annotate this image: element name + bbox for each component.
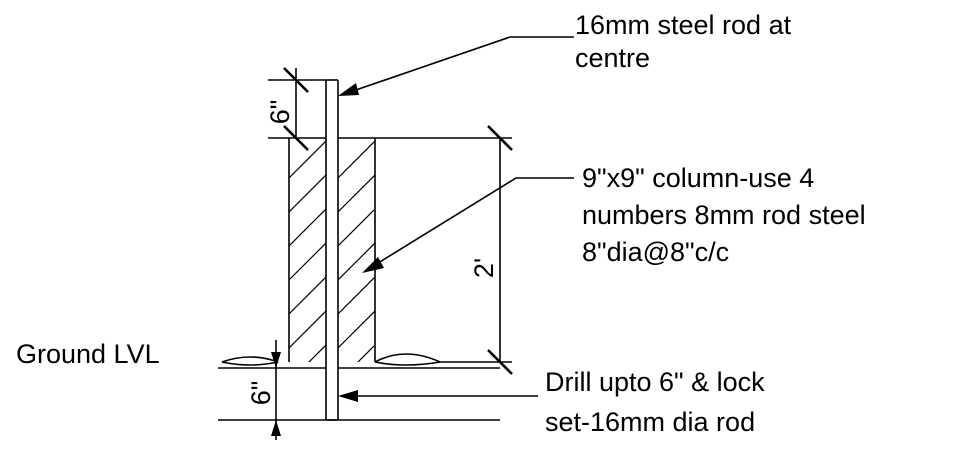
- arrowhead-embed-bottom: [271, 420, 281, 436]
- label-drill-line-2: set-16mm dia rod: [545, 407, 756, 437]
- arrowhead-column: [362, 257, 384, 273]
- column-hatch-right: [338, 140, 375, 362]
- label-column: 9"x9" column-use 4 numbers 8mm rod steel…: [582, 160, 866, 271]
- label-steel-rod: 16mm steel rod at centre: [575, 9, 791, 75]
- arrowhead-embed-top: [271, 352, 281, 368]
- ground-line: [218, 353, 500, 369]
- label-drill-line-1: Drill upto 6" & lock: [545, 367, 765, 397]
- dim-column-height: [375, 125, 513, 375]
- arrowhead-steel-rod: [338, 83, 359, 96]
- label-steel-rod-line-2: centre: [575, 43, 651, 73]
- label-column-line-1: 9"x9" column-use 4: [582, 163, 815, 193]
- dim-rod-projection: [283, 67, 309, 151]
- dim-rod-projection-text: 6": [265, 100, 295, 125]
- arrowhead-drill: [338, 390, 358, 402]
- label-column-line-3: 8"dia@8"c/c: [582, 237, 730, 267]
- label-ground-level: Ground LVL: [16, 338, 160, 371]
- leader-steel-rod: [349, 36, 574, 93]
- leader-column: [369, 177, 574, 269]
- steel-rod: [325, 79, 339, 421]
- dim-column-height-text: 2': [469, 258, 499, 278]
- dim-embed-depth-text: 6": [246, 381, 276, 406]
- label-ground-level-text: Ground LVL: [16, 339, 160, 369]
- label-steel-rod-line-1: 16mm steel rod at: [575, 10, 792, 40]
- label-drill: Drill upto 6" & lock set-16mm dia rod: [545, 362, 765, 442]
- label-column-line-2: numbers 8mm rod steel: [582, 200, 866, 230]
- column-hatch-left: [289, 140, 326, 362]
- column-outline: [288, 137, 376, 362]
